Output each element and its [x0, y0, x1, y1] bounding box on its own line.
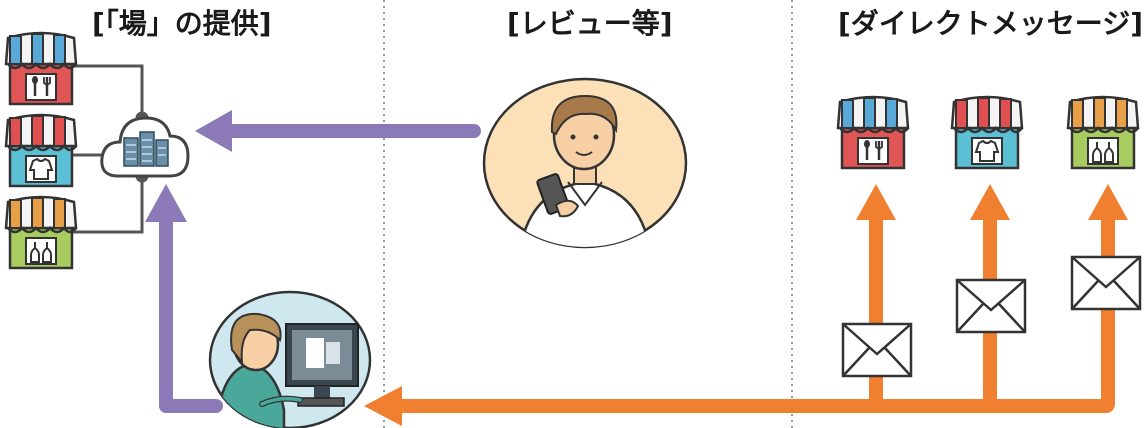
shop-restaurant-icon [836, 95, 910, 170]
review-arrow [195, 110, 481, 152]
cloud-server-icon [100, 116, 190, 178]
reviewer-illustration [482, 77, 688, 249]
shop-clothing-icon [4, 113, 78, 188]
feedback-arrow [145, 184, 223, 413]
envelope-icon [841, 322, 913, 378]
envelope-icon [1070, 255, 1142, 311]
operator-illustration [208, 290, 372, 428]
heading-platform: [「場」の提供] [92, 7, 272, 40]
shop-clothing-icon [950, 95, 1024, 170]
heading-direct-message: [ダイレクトメッセージ] [838, 7, 1144, 40]
shop-liquor-icon [4, 195, 78, 270]
shop-restaurant-icon [4, 31, 78, 106]
shop-liquor-icon [1066, 95, 1140, 170]
envelope-icon [955, 278, 1027, 334]
heading-reviews: [レビュー等] [507, 7, 673, 40]
